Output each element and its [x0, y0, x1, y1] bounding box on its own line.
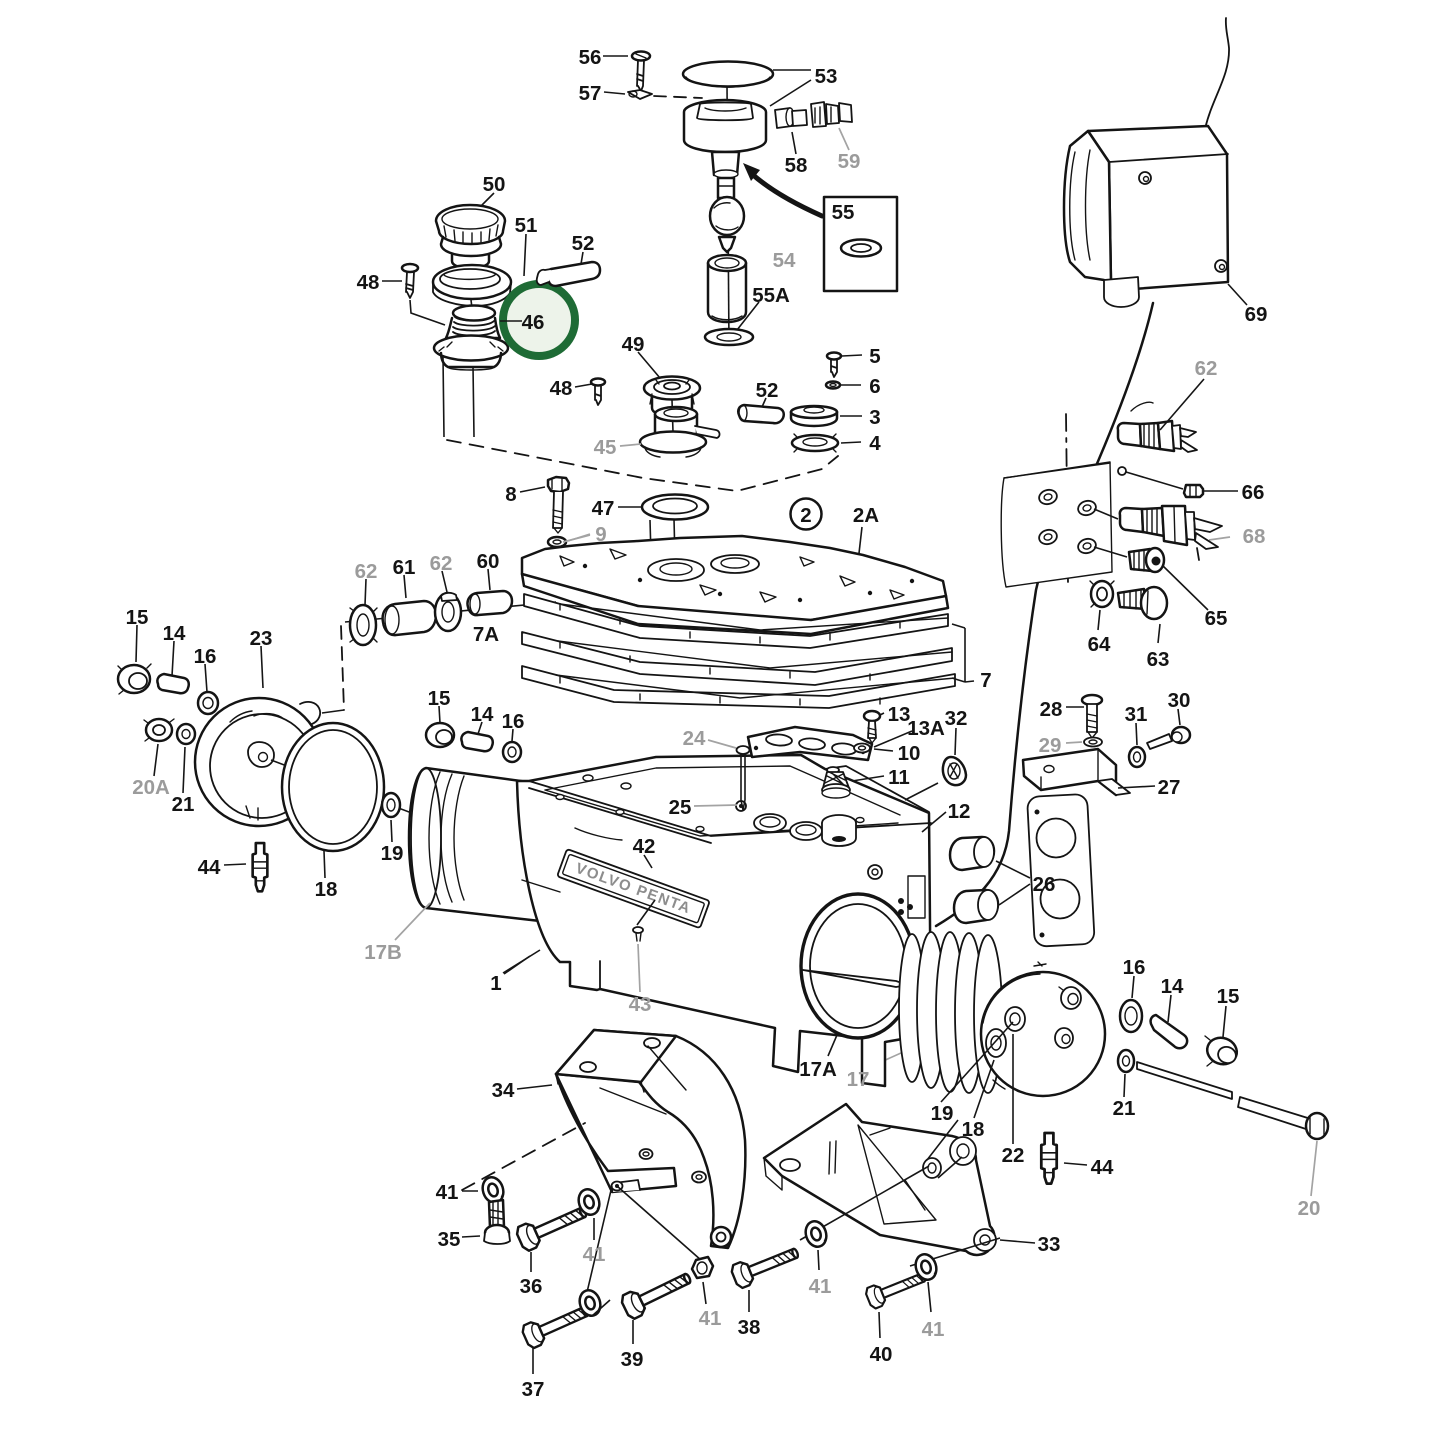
svg-text:60: 60 — [477, 550, 500, 573]
svg-text:20A: 20A — [132, 776, 170, 799]
svg-text:62: 62 — [430, 552, 453, 575]
svg-text:18: 18 — [315, 878, 338, 901]
svg-text:13A: 13A — [907, 717, 945, 740]
svg-text:62: 62 — [1195, 357, 1218, 380]
svg-text:43: 43 — [629, 993, 652, 1016]
svg-text:30: 30 — [1168, 689, 1191, 712]
svg-text:52: 52 — [572, 232, 595, 255]
svg-text:65: 65 — [1205, 607, 1228, 630]
svg-text:64: 64 — [1088, 633, 1111, 656]
svg-text:32: 32 — [945, 707, 968, 730]
svg-text:62: 62 — [355, 560, 378, 583]
svg-text:14: 14 — [471, 703, 494, 726]
svg-text:27: 27 — [1158, 776, 1181, 799]
svg-text:13: 13 — [888, 703, 911, 726]
svg-text:28: 28 — [1040, 698, 1063, 721]
svg-text:34: 34 — [492, 1079, 515, 1102]
svg-text:52: 52 — [756, 379, 779, 402]
svg-text:10: 10 — [898, 742, 921, 765]
svg-text:16: 16 — [194, 645, 217, 668]
svg-text:50: 50 — [483, 173, 506, 196]
svg-text:54: 54 — [773, 249, 796, 272]
svg-text:53: 53 — [815, 65, 838, 88]
svg-text:16: 16 — [1123, 956, 1146, 979]
svg-text:9: 9 — [595, 523, 606, 546]
svg-text:2: 2 — [800, 504, 811, 527]
svg-text:44: 44 — [198, 856, 221, 879]
svg-text:14: 14 — [163, 622, 186, 645]
svg-text:68: 68 — [1243, 525, 1266, 548]
svg-text:57: 57 — [579, 82, 602, 105]
svg-text:15: 15 — [126, 606, 149, 629]
svg-text:7A: 7A — [473, 623, 499, 646]
svg-text:41: 41 — [699, 1307, 722, 1330]
svg-text:15: 15 — [428, 687, 451, 710]
svg-text:7: 7 — [980, 669, 991, 692]
svg-text:49: 49 — [622, 333, 645, 356]
svg-text:41: 41 — [436, 1181, 459, 1204]
svg-text:31: 31 — [1125, 703, 1148, 726]
svg-text:46: 46 — [522, 311, 545, 334]
svg-text:39: 39 — [621, 1348, 644, 1371]
svg-text:21: 21 — [172, 793, 195, 816]
svg-text:23: 23 — [250, 627, 273, 650]
svg-text:11: 11 — [888, 766, 910, 789]
svg-text:3: 3 — [869, 406, 880, 429]
svg-text:22: 22 — [1002, 1144, 1025, 1167]
svg-text:35: 35 — [438, 1228, 461, 1251]
svg-text:17A: 17A — [799, 1058, 837, 1081]
svg-text:33: 33 — [1038, 1233, 1061, 1256]
svg-text:20: 20 — [1298, 1197, 1321, 1220]
svg-text:18: 18 — [962, 1118, 985, 1141]
svg-text:5: 5 — [869, 345, 880, 368]
svg-text:8: 8 — [505, 483, 516, 506]
svg-text:37: 37 — [522, 1378, 545, 1401]
svg-text:12: 12 — [948, 800, 971, 823]
svg-text:51: 51 — [515, 214, 538, 237]
svg-text:6: 6 — [869, 375, 880, 398]
svg-text:19: 19 — [931, 1102, 954, 1125]
svg-text:38: 38 — [738, 1316, 761, 1339]
svg-text:55A: 55A — [752, 284, 790, 307]
svg-text:26: 26 — [1033, 873, 1056, 896]
svg-text:55: 55 — [832, 201, 855, 224]
svg-text:42: 42 — [633, 835, 656, 858]
svg-text:40: 40 — [870, 1343, 893, 1366]
svg-text:25: 25 — [669, 796, 692, 819]
svg-text:29: 29 — [1039, 734, 1062, 757]
svg-text:36: 36 — [520, 1275, 543, 1298]
svg-text:19: 19 — [381, 842, 404, 865]
svg-text:58: 58 — [785, 154, 808, 177]
svg-text:24: 24 — [683, 727, 706, 750]
svg-text:69: 69 — [1245, 303, 1268, 326]
svg-text:16: 16 — [502, 710, 525, 733]
svg-text:17: 17 — [847, 1068, 870, 1091]
svg-text:45: 45 — [594, 436, 617, 459]
svg-text:63: 63 — [1147, 648, 1170, 671]
svg-text:17B: 17B — [364, 941, 402, 964]
svg-text:14: 14 — [1161, 975, 1184, 998]
svg-text:56: 56 — [579, 46, 602, 69]
svg-text:21: 21 — [1113, 1097, 1136, 1120]
svg-text:15: 15 — [1217, 985, 1240, 1008]
svg-text:48: 48 — [550, 377, 573, 400]
svg-text:44: 44 — [1091, 1156, 1114, 1179]
svg-text:41: 41 — [583, 1243, 606, 1266]
svg-text:47: 47 — [592, 497, 615, 520]
svg-text:48: 48 — [357, 271, 380, 294]
svg-text:61: 61 — [393, 556, 416, 579]
svg-text:1: 1 — [490, 972, 501, 995]
svg-text:41: 41 — [809, 1275, 832, 1298]
svg-text:41: 41 — [922, 1318, 945, 1341]
svg-text:66: 66 — [1242, 481, 1265, 504]
svg-text:4: 4 — [869, 432, 881, 455]
svg-text:59: 59 — [838, 150, 861, 173]
svg-text:2A: 2A — [853, 504, 879, 527]
